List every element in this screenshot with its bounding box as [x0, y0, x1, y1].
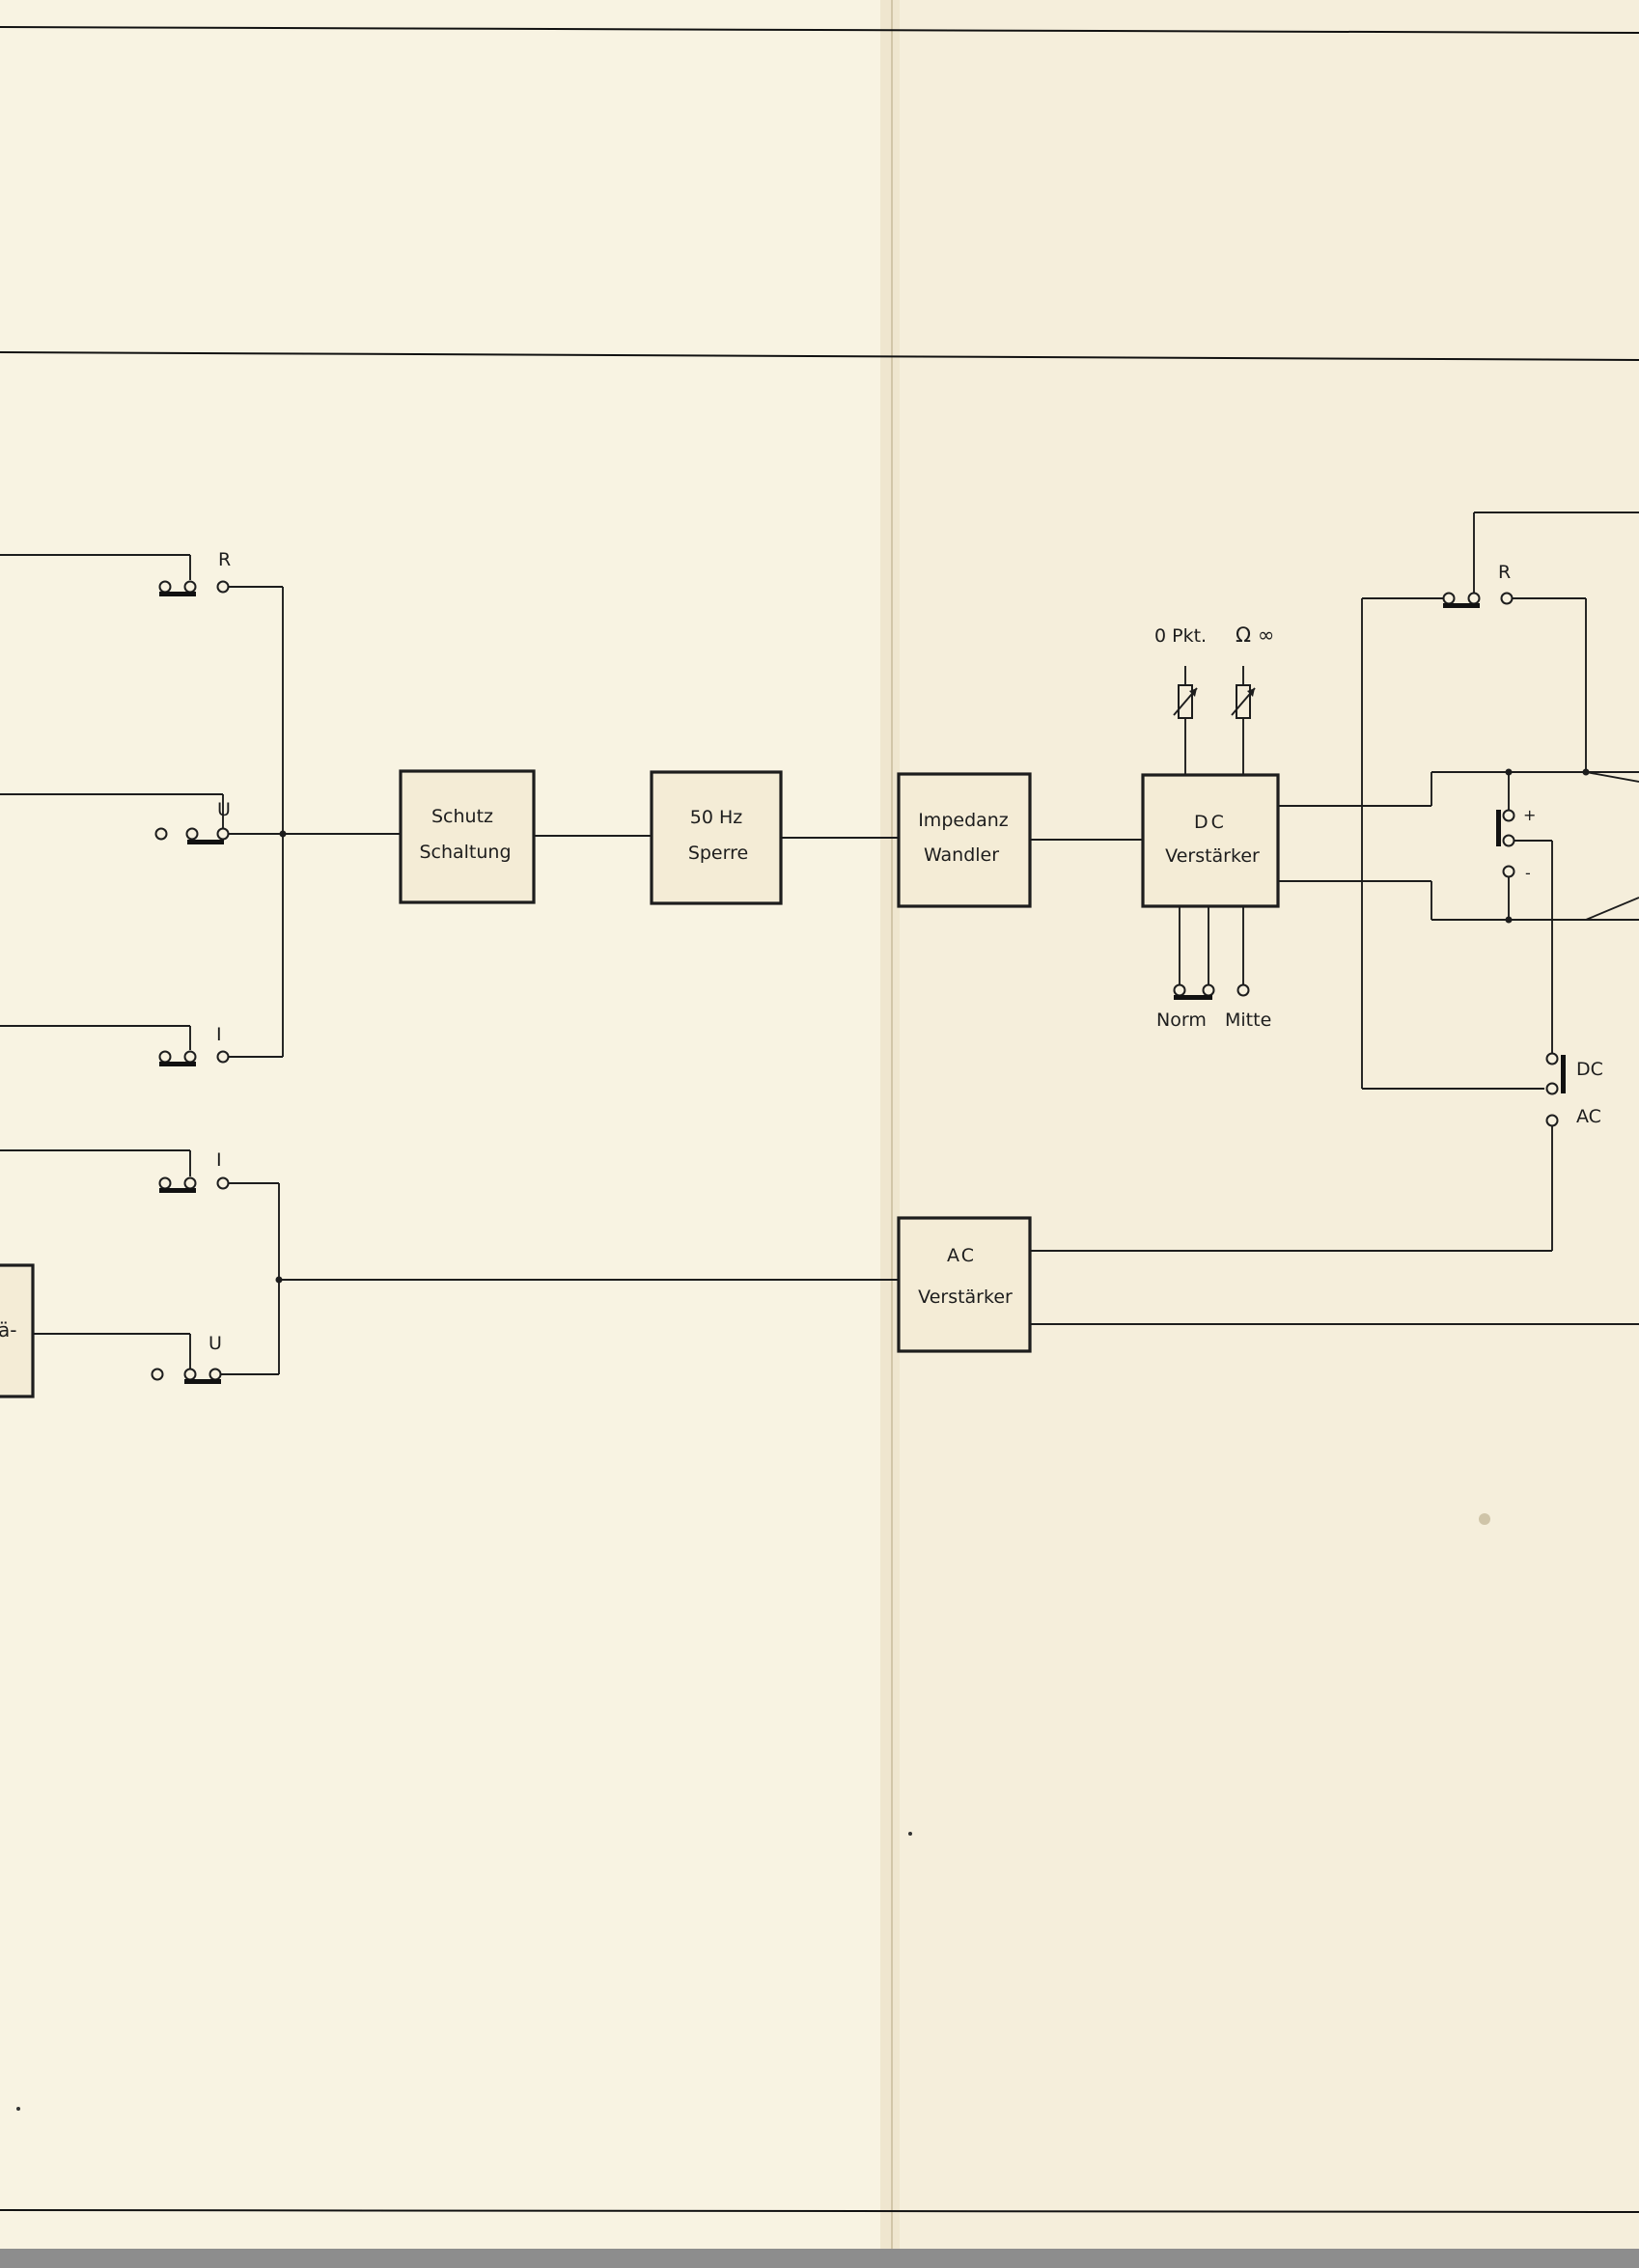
wire-out-diagonal-bot — [1585, 897, 1639, 921]
label-ac: AC — [1576, 1106, 1601, 1127]
dc-line-1: DC — [1194, 812, 1227, 833]
schutz-line-2: Schaltung — [419, 842, 511, 863]
impedanz-line-2: Wandler — [924, 844, 999, 866]
block-50hz-sperre: 50 Hz Sperre — [650, 770, 783, 905]
switch-r-right-bar — [1443, 603, 1480, 608]
sperre-line-2: Sperre — [688, 843, 748, 864]
potentiometer-zero-icon — [1173, 666, 1198, 775]
switch-i-lower-terminal-b — [183, 1176, 197, 1190]
frame-line-upper — [0, 351, 1639, 361]
switch-u-left-terminal-b — [185, 827, 199, 841]
switch-r-left-terminal-b — [183, 580, 197, 594]
switch-r-left-terminal-a — [158, 580, 172, 594]
switch-dc-ac-bar — [1561, 1055, 1566, 1093]
switch-ac-terminal — [1545, 1114, 1559, 1127]
switch-i-lower-bar — [159, 1188, 196, 1193]
switch-i-left-terminal-b — [183, 1050, 197, 1064]
label-u-left-lower: U — [208, 1333, 222, 1354]
switch-plus-terminal-a — [1502, 809, 1515, 822]
label-dc: DC — [1576, 1059, 1603, 1080]
switch-i-lower-terminal-a — [158, 1176, 172, 1190]
potentiometer-infinity-icon — [1231, 666, 1256, 775]
switch-r-left-bar — [159, 592, 196, 596]
paper-left — [0, 0, 892, 2249]
switch-u-lower-terminal-b — [183, 1368, 197, 1381]
switch-i-lower-terminal-c — [216, 1176, 230, 1190]
label-r-left: R — [218, 549, 231, 570]
ac-line-1: AC — [947, 1245, 976, 1266]
scan-speck — [908, 1832, 912, 1836]
ac-line-2: Verstärker — [918, 1286, 1013, 1308]
label-u-left: U — [217, 799, 231, 820]
scan-speck — [1479, 1513, 1490, 1525]
label-minus: - — [1525, 864, 1531, 882]
block-left-partial-label: ä- — [0, 1318, 16, 1341]
block-left-partial — [0, 1263, 35, 1398]
label-plus: + — [1523, 806, 1536, 824]
switch-r-right-terminal-c — [1500, 592, 1514, 605]
switch-i-left-terminal-a — [158, 1050, 172, 1064]
block-schutz-schaltung: Schutz Schaltung — [399, 769, 536, 904]
switch-u-lower-terminal-a — [151, 1368, 164, 1381]
switch-plus-terminal-b — [1502, 834, 1515, 847]
block-dc-verstaerker: DC Verstärker — [1141, 773, 1280, 908]
frame-line-bottom — [0, 2209, 1639, 2213]
switch-dc-terminal-b — [1545, 1082, 1559, 1095]
switch-r-left-terminal-c — [216, 580, 230, 594]
label-norm: Norm — [1156, 1010, 1207, 1031]
switch-dc-terminal-a — [1545, 1052, 1559, 1065]
switch-norm-bar — [1174, 995, 1212, 1000]
dc-line-2: Verstärker — [1165, 845, 1260, 867]
label-r-right: R — [1498, 562, 1511, 583]
switch-polarity-bar — [1496, 810, 1501, 846]
switch-minus-terminal — [1502, 865, 1515, 878]
label-i-left-lower: I — [216, 1149, 222, 1171]
switch-u-left-terminal-a — [154, 827, 168, 841]
frame-line-top — [0, 26, 1639, 34]
paper-fold — [880, 0, 900, 2249]
switch-u-lower-bar — [184, 1379, 221, 1384]
label-mitte: Mitte — [1225, 1010, 1271, 1031]
scan-border-bottom — [0, 2249, 1639, 2268]
block-impedanz-wandler: Impedanz Wandler — [897, 772, 1032, 908]
switch-norm-terminal-a — [1173, 983, 1186, 997]
switch-r-right-terminal-a — [1442, 592, 1456, 605]
switch-r-right-terminal-b — [1467, 592, 1481, 605]
switch-u-lower-terminal-c — [208, 1368, 222, 1381]
switch-norm-terminal-b — [1202, 983, 1215, 997]
schutz-line-1: Schutz — [431, 806, 493, 827]
block-ac-verstaerker: AC Verstärker — [897, 1216, 1032, 1353]
impedanz-line-1: Impedanz — [918, 810, 1009, 831]
switch-u-left-terminal-c — [216, 827, 230, 841]
sperre-line-1: 50 Hz — [690, 807, 743, 828]
switch-i-left-terminal-c — [216, 1050, 230, 1064]
label-zero-point: 0 Pkt. — [1154, 625, 1207, 647]
paper-right — [892, 0, 1639, 2249]
label-ohm-infinity: Ω ∞ — [1236, 623, 1274, 647]
label-i-left: I — [216, 1024, 222, 1045]
switch-mitte-terminal — [1236, 983, 1250, 997]
switch-i-left-bar — [159, 1062, 196, 1066]
scan-speck — [16, 2107, 20, 2111]
switch-u-left-bar — [187, 840, 224, 844]
wire-out-diagonal-top — [1585, 771, 1639, 783]
